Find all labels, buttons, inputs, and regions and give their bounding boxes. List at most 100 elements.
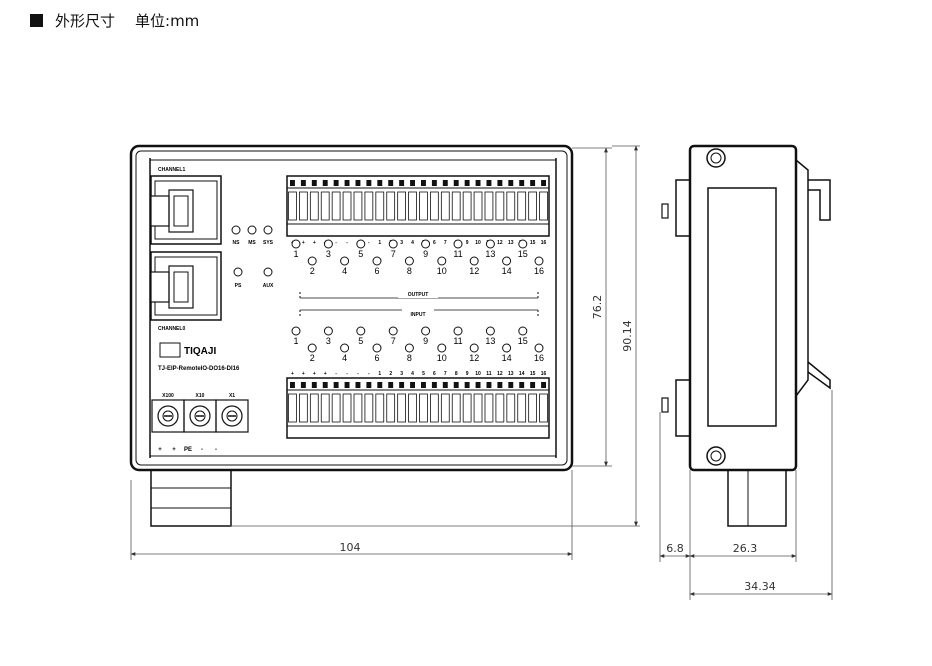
input-led [307,343,317,353]
dim-width: 104 [340,541,361,554]
status-led-2 [263,225,273,235]
output-terminal[interactable] [430,191,439,221]
input-terminal[interactable] [451,393,461,423]
input-led-number: 16 [534,353,544,363]
input-terminal[interactable] [309,393,319,423]
screw-bottom-icon [706,446,726,466]
output-terminal[interactable] [473,191,483,221]
din-clip [795,159,809,397]
switch-label-1: X10 [196,393,205,399]
input-terminal[interactable] [353,393,363,423]
output-led [502,256,512,266]
input-terminal[interactable] [375,393,385,423]
input-terminal[interactable] [288,393,297,423]
input-terminal[interactable] [331,393,341,423]
output-terminal[interactable] [397,191,406,221]
output-terminal[interactable] [342,191,352,221]
output-terminal[interactable] [484,191,494,221]
output-terminal[interactable] [386,191,396,221]
input-terminal[interactable] [539,393,548,423]
output-led [388,239,398,249]
io-led-group: 1234567891011121314151612345678910111213… [291,239,544,363]
output-terminal-lever [421,180,426,186]
header-square-icon [30,14,43,27]
output-terminal[interactable] [331,191,341,221]
output-terminal[interactable] [528,191,537,221]
output-terminal[interactable] [419,191,428,221]
output-terminal[interactable] [495,191,505,221]
output-terminal[interactable] [320,191,330,221]
output-terminal-label: - [368,240,370,246]
input-terminal[interactable] [495,393,505,423]
input-led [340,343,350,353]
input-terminal[interactable] [386,393,396,423]
output-led [469,256,479,266]
output-terminal-lever [530,180,536,186]
output-terminal[interactable] [364,191,374,221]
input-led-number: 11 [453,336,462,346]
input-terminal-lever [464,382,470,388]
input-terminal[interactable] [364,393,374,423]
output-terminal-label: + [313,240,316,246]
output-terminal-lever [519,180,525,186]
output-terminal[interactable] [375,191,385,221]
output-terminal[interactable] [353,191,363,221]
input-terminal[interactable] [528,393,537,423]
screw-top-icon [706,148,726,168]
input-terminal[interactable] [320,393,330,423]
input-terminal-label: + [291,371,294,377]
output-terminal-lever [497,180,503,186]
output-terminal[interactable] [288,191,297,221]
output-terminal-label: 9 [466,240,469,246]
output-terminal[interactable] [440,191,450,221]
output-led [518,239,528,249]
output-led [437,256,447,266]
output-terminal[interactable] [506,191,516,221]
output-terminal[interactable] [408,191,417,221]
brand-logo: TIQAJI [184,346,216,357]
input-terminal[interactable] [342,393,352,423]
input-terminal-label: 15 [530,371,536,377]
input-terminal[interactable] [473,393,483,423]
rotary-switch-2[interactable] [215,399,249,433]
input-terminal-label: 4 [411,371,414,377]
input-terminal[interactable] [484,393,494,423]
input-terminal[interactable] [462,393,472,423]
input-led [291,326,301,336]
output-terminal-lever [322,180,328,186]
input-terminal-label: + [313,371,316,377]
output-terminal[interactable] [299,191,308,221]
input-terminal[interactable] [440,393,450,423]
output-terminal[interactable] [309,191,319,221]
output-terminal-lever [453,180,459,186]
output-led-number: 13 [485,249,495,259]
output-terminal[interactable] [539,191,548,221]
input-terminal-label: 7 [444,371,447,377]
input-terminal-label: - [346,371,348,377]
output-led-number: 4 [342,266,347,276]
input-terminal[interactable] [408,393,417,423]
input-terminal[interactable] [430,393,439,423]
output-terminal-label: 12 [497,240,503,246]
output-led-number: 7 [391,249,396,259]
output-terminal[interactable] [451,191,461,221]
input-terminal-lever [541,382,546,388]
input-led [404,343,414,353]
output-terminal[interactable] [462,191,472,221]
input-led-number: 6 [374,353,379,363]
output-terminal-label: - [335,240,337,246]
output-terminal[interactable] [517,191,527,221]
input-terminal-lever [431,382,437,388]
output-terminal-lever [486,180,492,186]
input-terminal[interactable] [419,393,428,423]
input-terminal[interactable] [397,393,406,423]
header-title: 外形尺寸 [55,12,116,30]
input-terminal[interactable] [299,393,308,423]
side-window [707,187,777,427]
input-terminal[interactable] [506,393,516,423]
input-terminal-lever [300,382,306,388]
input-terminal[interactable] [517,393,527,423]
